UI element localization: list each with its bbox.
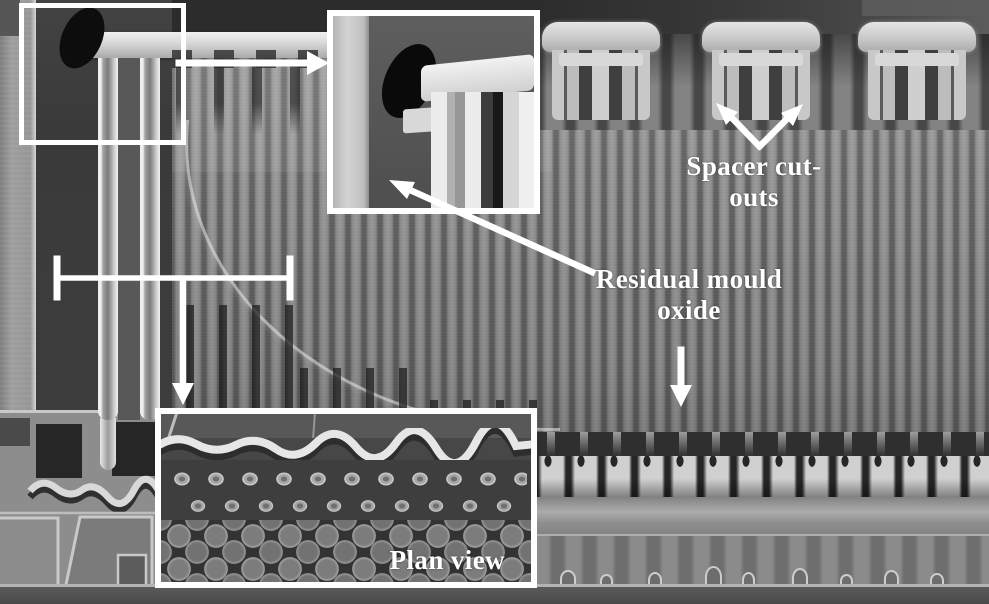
fin-top-spikes (172, 66, 338, 134)
wavy-layer-shadow (27, 481, 172, 514)
inset-edge-column (333, 16, 369, 208)
cap-legs (552, 50, 650, 120)
inset-plan-view: Plan view (155, 408, 537, 588)
plan-view-label: Plan view (389, 545, 505, 575)
spacer-cutouts-label: Spacer cut- outs (634, 151, 874, 213)
support-pillar-right (140, 58, 160, 420)
highlight-box (19, 3, 186, 145)
inset-pillar-body (431, 92, 534, 208)
plan-packed-pillars (161, 520, 531, 582)
residual-mould-oxide-label: Residual mould oxide (569, 264, 809, 326)
plan-dot-row-1 (165, 464, 527, 494)
pillar-tip (100, 418, 116, 470)
plan-wave-line (161, 428, 531, 468)
edge-corner-notch (0, 0, 20, 36)
slab-cavity-right (112, 422, 156, 476)
surface-bump (884, 570, 899, 588)
box-to-inset-arrow-icon (175, 51, 329, 75)
cap-top (702, 22, 820, 52)
surface-bump (705, 566, 722, 588)
spacer-arrow-right-icon (755, 104, 803, 151)
ledge-outline (0, 516, 60, 604)
slab-shadow (0, 418, 30, 446)
plan-dot-row-2 (181, 492, 531, 520)
support-pillar-left (98, 58, 118, 420)
top-right-light-band (862, 0, 989, 16)
mushroom-cap (858, 22, 976, 122)
inset-detail (327, 10, 540, 214)
pillar-gap-column (118, 58, 140, 420)
spacer-arrow-left-icon (716, 103, 764, 151)
surface-bump (792, 568, 808, 588)
slab-cavity-left (36, 424, 82, 478)
cap-top (542, 22, 660, 52)
cap-legs (868, 50, 966, 120)
cap-top (858, 22, 976, 52)
spacer-cutouts-line1: Spacer cut- (686, 151, 822, 181)
surface-bump (560, 570, 576, 588)
wavy-layer-line (27, 475, 172, 508)
residual-line2: oxide (657, 295, 721, 325)
measurement-bracket-icon (53, 255, 294, 301)
residual-line1: Residual mould (595, 264, 783, 294)
bracket-to-plan-arrow-icon (172, 277, 194, 405)
oxide-down-arrow-icon (670, 346, 692, 407)
trapezoid-outline (60, 515, 154, 604)
spacer-cutouts-line2: outs (729, 182, 779, 212)
mushroom-cap (542, 22, 660, 122)
oxide-to-inset-arrow-icon (389, 180, 597, 277)
